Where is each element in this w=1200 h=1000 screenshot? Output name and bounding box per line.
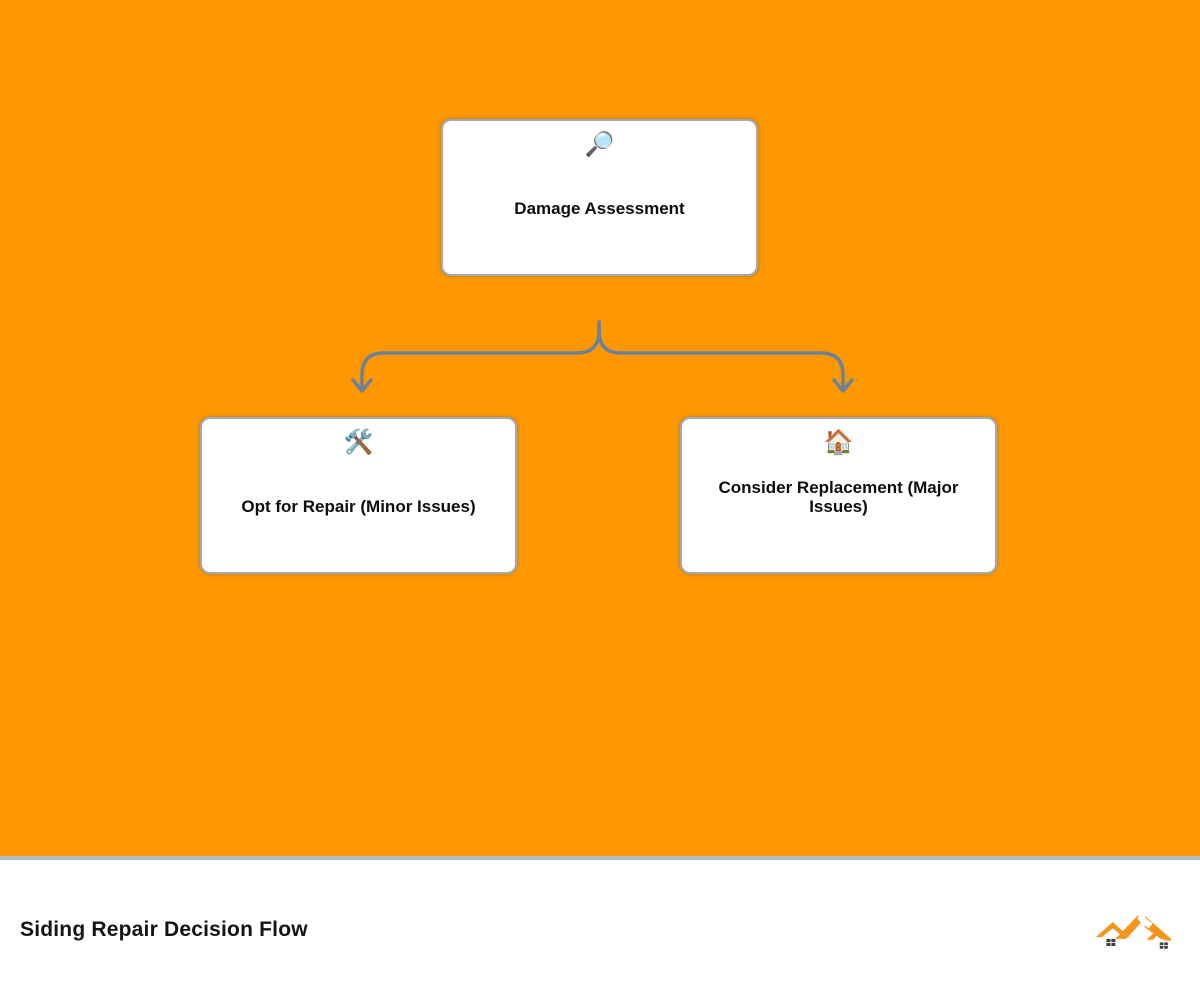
hammer-wrench-icon: 🛠️: [343, 429, 374, 456]
diagram-title: Siding Repair Decision Flow: [20, 918, 308, 941]
magnifying-glass-icon: 🔎: [584, 131, 615, 158]
node-opt-repair: 🛠️ Opt for Repair (Minor Issues): [200, 417, 517, 574]
arrowhead-left-icon: [351, 378, 373, 393]
node-label: Damage Assessment: [514, 199, 685, 218]
house-icon: 🏠: [823, 429, 854, 456]
node-label: Consider Replacement (Major Issues): [718, 478, 959, 516]
footer-bar: Siding Repair Decision Flow: [0, 856, 1200, 1000]
flowchart-stage: 🔎 Damage Assessment 🛠️ Opt for Repair (M…: [200, 119, 997, 574]
roofing-logo: [1095, 914, 1173, 949]
hammer-icon: [1133, 914, 1152, 936]
window-icon: [1159, 942, 1168, 949]
node-damage-assessment: 🔎 Damage Assessment: [441, 119, 758, 276]
connector-left-branch: [360, 320, 601, 390]
window-icon: [1106, 938, 1116, 946]
arrowhead-right-icon: [832, 378, 854, 393]
node-consider-replacement: 🏠 Consider Replacement (Major Issues): [680, 417, 997, 574]
connector-right-branch: [597, 320, 845, 390]
node-label: Opt for Repair (Minor Issues): [241, 497, 476, 516]
